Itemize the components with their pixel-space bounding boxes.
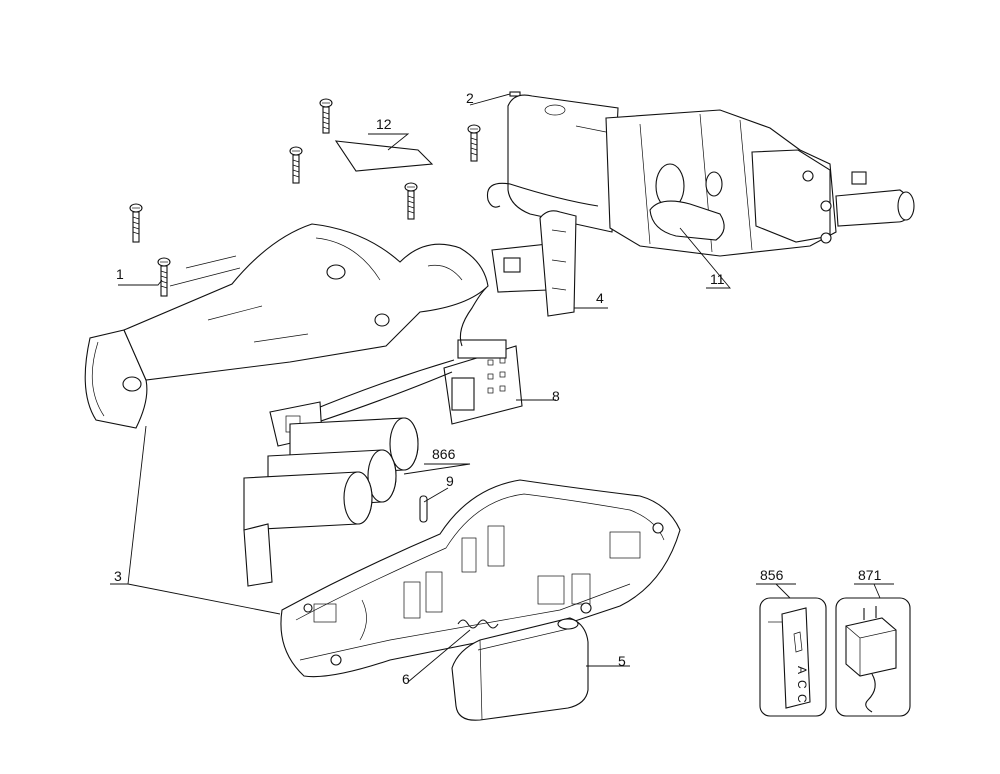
lower-housing-half (280, 479, 681, 678)
charger-icon (845, 606, 897, 713)
callout-871: 871 (858, 567, 882, 583)
battery-pack-part-866 (243, 417, 419, 587)
pin-part-9 (419, 495, 428, 523)
screw-icon (467, 124, 481, 162)
inset-856-letter-3: C (795, 694, 809, 703)
callout-856: 856 (760, 567, 784, 583)
label-plate-part-12 (334, 140, 434, 172)
screw-icon (404, 182, 418, 220)
switch-pcb-part-8 (443, 287, 523, 425)
callout-11: 11 (710, 271, 725, 287)
inset-part-856: 856 A C C (756, 567, 827, 717)
spring-clip-wire (486, 182, 599, 208)
callout-866: 866 (432, 446, 456, 462)
callout-5: 5 (618, 653, 626, 669)
callout-4: 4 (596, 290, 604, 306)
upper-housing-half (84, 223, 489, 429)
screw-icon (129, 203, 143, 243)
leader-lines (110, 93, 731, 683)
motor-gearbox-assembly-part-11 (507, 94, 915, 257)
callout-labels: 1 2 12 4 8 11 866 9 3 6 5 (114, 90, 725, 687)
inset-part-871: 871 (835, 567, 911, 717)
callout-2: 2 (466, 90, 474, 106)
screw-part-1-group (129, 98, 481, 297)
screw-icon (157, 257, 171, 297)
switch-bracket-part-4 (491, 210, 577, 317)
callout-3: 3 (114, 568, 122, 584)
screw-icon (319, 98, 333, 134)
callout-6: 6 (402, 671, 410, 687)
callout-8: 8 (552, 388, 560, 404)
callout-12: 12 (376, 116, 392, 132)
inset-856-letter-1: A (795, 666, 809, 674)
spring-part-6 (457, 619, 499, 629)
battery-door-part-5 (451, 617, 589, 721)
screw-icon (289, 146, 303, 184)
callout-1: 1 (116, 266, 124, 282)
inset-856-letter-2: C (795, 680, 809, 689)
callout-9: 9 (446, 473, 454, 489)
